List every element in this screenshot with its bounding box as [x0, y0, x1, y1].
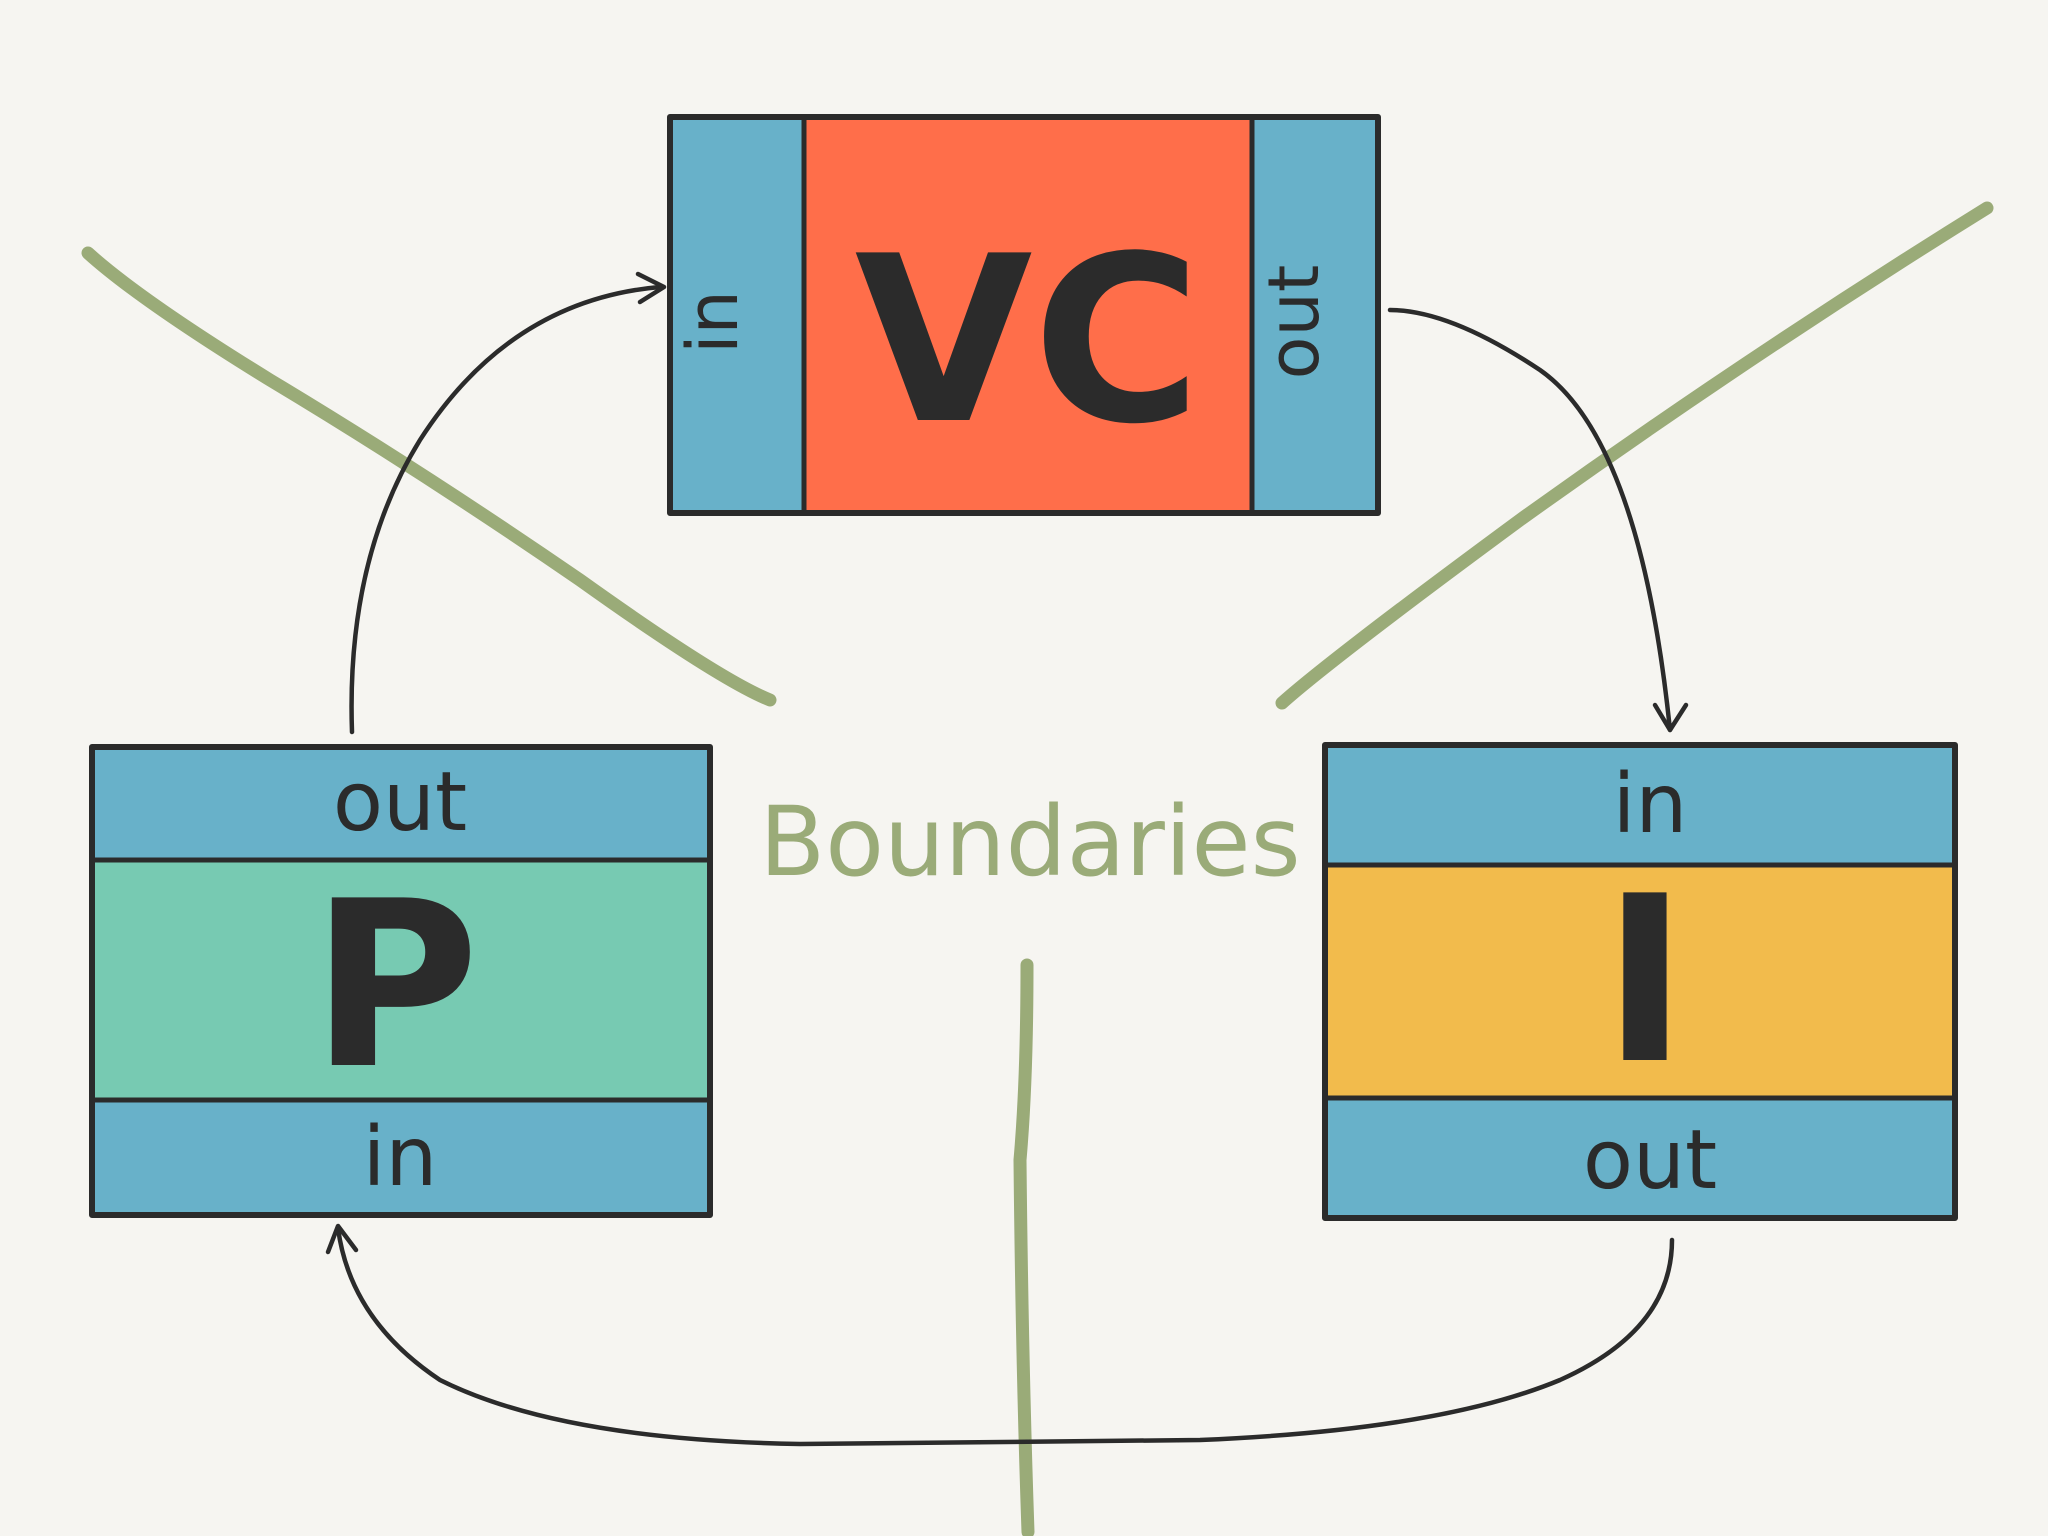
interactor-in-label: in: [1613, 757, 1688, 852]
interactor-out-port: [1325, 1098, 1955, 1218]
vc-out-port: [1252, 117, 1378, 513]
arrowhead-presenter-in: [325, 1223, 359, 1255]
boundary-line-bottom: [1013, 958, 1035, 1536]
interactor-body: [1325, 865, 1955, 1098]
interactor-out-label: out: [1583, 1113, 1717, 1208]
interactor-node: I in out: [1322, 742, 1958, 1221]
presenter-in-port: [92, 1100, 710, 1215]
vc-outline: [667, 114, 1381, 516]
interactor-outline: [1322, 742, 1958, 1221]
boundary-label: Boundaries: [759, 786, 1300, 898]
vc-out-label: out: [1253, 265, 1335, 380]
presenter-node: P out in: [89, 744, 713, 1218]
arrow-presenter-out-to-vc-in: [349, 284, 663, 735]
vc-node: VC in out: [667, 114, 1381, 516]
vc-body: [804, 117, 1252, 513]
vc-in-port: [670, 117, 804, 513]
boundary-line-right: [1275, 201, 1994, 710]
interactor-letter: I: [1602, 848, 1688, 1115]
vc-in-label: in: [672, 290, 754, 354]
presenter-letter: P: [311, 853, 480, 1120]
boundary-lines: [81, 201, 1994, 1536]
vc-letter: VC: [855, 208, 1202, 475]
arrowhead-vc-in: [635, 271, 667, 305]
arrow-interactor-out-to-presenter-in: [335, 1225, 1675, 1447]
boundary-line-left: [81, 246, 777, 707]
interactor-in-port: [1325, 745, 1955, 865]
presenter-out-port: [92, 747, 710, 860]
arrowhead-interactor-in: [1652, 702, 1689, 733]
presenter-in-label: in: [363, 1110, 438, 1205]
flow-arrows: [325, 271, 1689, 1447]
presenter-out-label: out: [333, 755, 467, 850]
presenter-body: [92, 860, 710, 1100]
presenter-outline: [89, 744, 713, 1218]
arrow-vc-out-to-interactor-in: [1387, 307, 1673, 733]
